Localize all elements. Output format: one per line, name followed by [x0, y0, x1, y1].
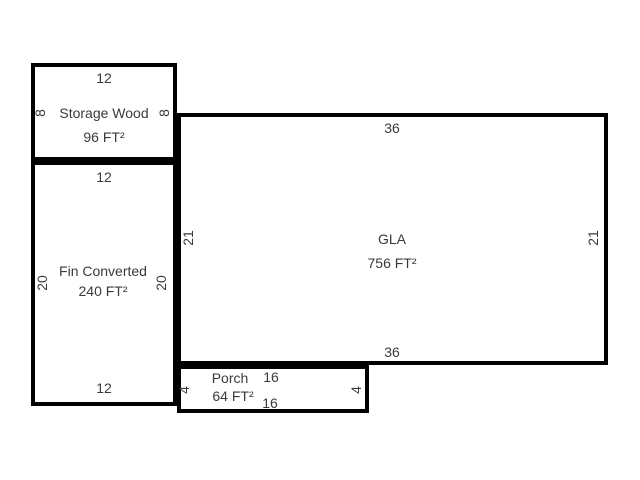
- fin-converted-dim-left: 20: [34, 275, 50, 291]
- fin-converted-dim-bottom: 12: [96, 380, 112, 396]
- storage-wood-dim-left: 8: [32, 109, 48, 117]
- room-outline-gla: [177, 113, 608, 365]
- storage-wood-dim-right: 8: [156, 109, 172, 117]
- porch-dim-left: 4: [176, 386, 192, 394]
- storage-wood-room-area: 96 FT²: [83, 129, 125, 145]
- gla-room-area: 756 FT²: [367, 255, 417, 271]
- fin-converted-room-name: Fin Converted: [59, 263, 147, 279]
- room-outline-porch: [177, 365, 369, 413]
- porch-dim-bottom: 16: [262, 395, 278, 411]
- gla-dim-left: 21: [180, 230, 196, 246]
- gla-dim-bottom: 36: [384, 344, 400, 360]
- porch-room-area: 64 FT²: [212, 388, 254, 404]
- storage-wood-dim-top: 12: [96, 70, 112, 86]
- gla-dim-top: 36: [384, 120, 400, 136]
- gla-room-name: GLA: [377, 231, 407, 247]
- porch-room-name: Porch: [211, 370, 249, 386]
- porch-dim-top: 16: [263, 369, 279, 385]
- room-outline-storage-wood: [31, 63, 177, 161]
- fin-converted-dim-top: 12: [96, 169, 112, 185]
- fin-converted-dim-right: 20: [153, 275, 169, 291]
- porch-dim-right: 4: [348, 386, 364, 394]
- fin-converted-room-area: 240 FT²: [78, 283, 128, 299]
- gla-dim-right: 21: [585, 230, 601, 246]
- storage-wood-room-name: Storage Wood: [59, 105, 149, 121]
- room-outline-fin-converted: [31, 161, 177, 406]
